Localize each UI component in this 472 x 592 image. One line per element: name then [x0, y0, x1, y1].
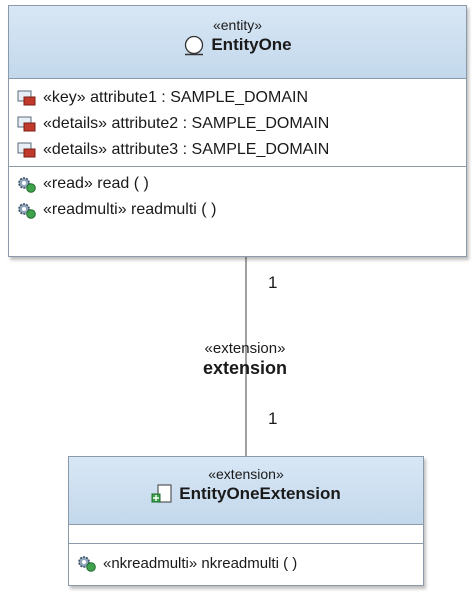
entity-operations-compartment: «read» read ( ) «readmulti» readmulti ( … — [9, 167, 466, 223]
extension-operations-compartment: «nkreadmulti» nkreadmulti ( ) — [69, 544, 423, 576]
operation-row[interactable]: «nkreadmulti» nkreadmulti ( ) — [69, 550, 423, 576]
operation-icon — [18, 203, 36, 219]
attribute-row[interactable]: «details» attribute3 : SAMPLE_DOMAIN — [9, 137, 466, 163]
operation-icon — [78, 556, 96, 572]
operation-row[interactable]: «readmulti» readmulti ( ) — [9, 197, 466, 223]
association-stereotype: «extension» — [204, 340, 286, 357]
attribute-icon — [17, 116, 36, 132]
operation-text: «readmulti» readmulti ( ) — [43, 201, 217, 218]
attribute-text: «key» attribute1 : SAMPLE_DOMAIN — [43, 89, 308, 106]
extension-class-stereotype: «extension» — [208, 466, 284, 482]
attribute-icon — [17, 142, 36, 158]
operation-text: «read» read ( ) — [43, 175, 149, 192]
entity-class-name: EntityOne — [211, 35, 292, 54]
association-name[interactable]: extension — [202, 358, 288, 378]
attribute-row[interactable]: «key» attribute1 : SAMPLE_DOMAIN — [9, 85, 466, 111]
entity-icon — [185, 35, 204, 56]
entity-class-stereotype: «entity» — [212, 17, 263, 33]
entity-attributes-compartment: «key» attribute1 : SAMPLE_DOMAIN «detail… — [9, 79, 466, 167]
extension-attributes-compartment — [69, 525, 423, 544]
entity-class-header: «entity» EntityOne — [9, 6, 466, 79]
operation-icon — [18, 177, 36, 193]
attribute-icon — [17, 90, 36, 106]
entity-class-box[interactable]: «entity» EntityOne «key» attribute1 : SA… — [8, 5, 467, 257]
operation-row[interactable]: «read» read ( ) — [9, 171, 466, 197]
extension-class-name: EntityOneExtension — [179, 484, 341, 503]
extension-class-box[interactable]: «extension» EntityOneExtension «nkreadmu… — [68, 456, 424, 586]
operation-text: «nkreadmulti» nkreadmulti ( ) — [103, 554, 298, 572]
extension-class-header: «extension» EntityOneExtension — [69, 457, 423, 525]
attribute-text: «details» attribute3 : SAMPLE_DOMAIN — [43, 141, 330, 158]
extension-icon — [151, 484, 172, 503]
target-multiplicity: 1 — [268, 409, 278, 428]
attribute-row[interactable]: «details» attribute2 : SAMPLE_DOMAIN — [9, 111, 466, 137]
attribute-text: «details» attribute2 : SAMPLE_DOMAIN — [43, 115, 330, 132]
source-multiplicity: 1 — [268, 273, 278, 292]
